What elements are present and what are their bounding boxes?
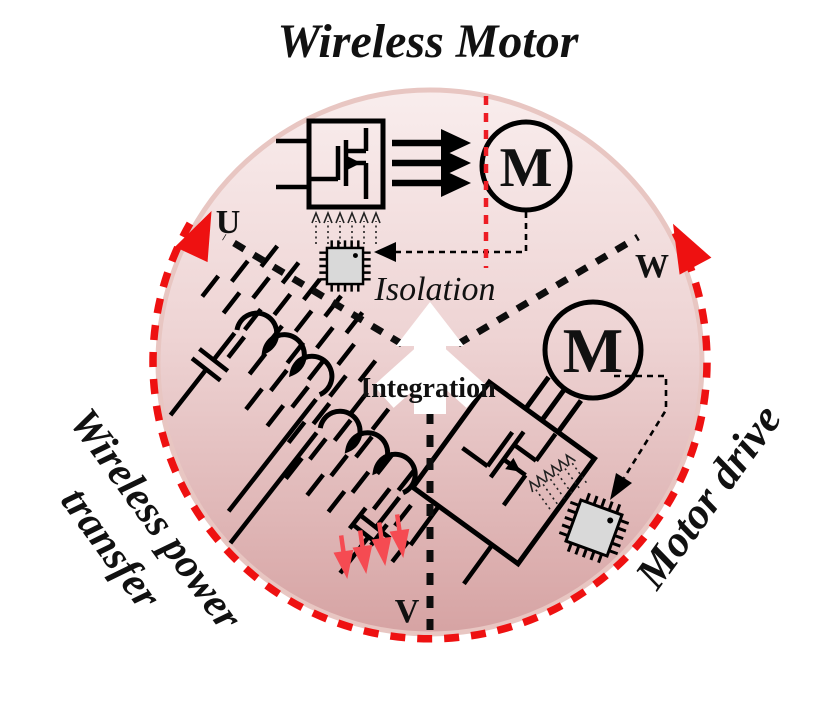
top-motor-circle [479, 119, 573, 213]
drive-motor-circle [542, 299, 644, 401]
phase-w-label: W [635, 248, 669, 285]
inverter-dc-inputs [276, 138, 309, 190]
drive-mosfet-arrow [505, 457, 521, 472]
primary-return-wire [226, 397, 318, 513]
drive-mosfet [461, 430, 558, 507]
feedback-line [382, 212, 528, 254]
phase-u-label: U [216, 204, 241, 241]
secondary-capacitor-lead [338, 496, 402, 575]
power-flow-arrow-shafts [392, 139, 441, 187]
feedback-arrowhead [374, 242, 396, 262]
motor-drive-assembly: M [408, 299, 668, 586]
rotation-arc [149, 221, 711, 643]
primary-coil [234, 310, 335, 397]
inverter-mosfet-arrow [347, 156, 361, 170]
arc-end-arrows [174, 210, 712, 275]
gate-signal-arrowheads [311, 210, 381, 224]
drive-inverter-box [409, 378, 598, 568]
controller-chip [318, 239, 372, 293]
inverter-box [306, 118, 386, 210]
gate-signal-lines [315, 221, 377, 244]
secondary-lead-wire [228, 431, 319, 545]
drive-dc-leads [408, 504, 494, 586]
phase-v-label: V [395, 593, 420, 630]
secondary-coil [317, 408, 418, 496]
wpt-circuit [168, 244, 418, 575]
drive-feedback-arrowhead [610, 473, 632, 500]
field-lines [200, 244, 417, 564]
sector-dividers [222, 233, 640, 630]
integration-arrow [373, 302, 487, 414]
three-phase-lines [523, 375, 583, 434]
inverter-mosfet [311, 128, 369, 199]
primary-capacitor-lead [168, 331, 237, 417]
drive-motor-label: M [563, 315, 623, 386]
diagram-title: Wireless Motor [278, 15, 580, 68]
arc-arrow-u [174, 210, 212, 263]
isolation-label: Isolation [374, 271, 496, 308]
top-sector: M [276, 96, 573, 293]
top-motor-label: M [500, 137, 553, 199]
drive-feedback-line [614, 374, 668, 479]
power-flow-arrowheads [441, 129, 471, 197]
integration-label: Integration [360, 373, 496, 404]
arc-arrow-w [672, 223, 712, 275]
